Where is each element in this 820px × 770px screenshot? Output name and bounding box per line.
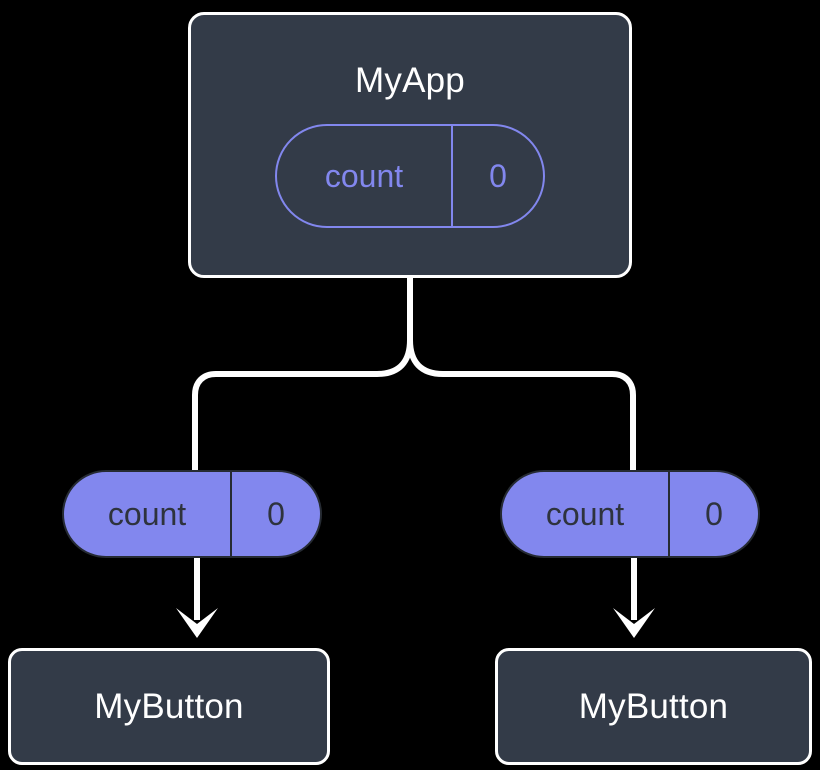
state-pill-myapp-key: count	[324, 158, 404, 194]
component-mybutton-right-label: MyButton	[578, 687, 729, 726]
prop-pill-left[interactable]: count 0	[62, 470, 322, 558]
prop-pill-right-value: 0	[668, 472, 758, 556]
component-mybutton-right[interactable]: MyButton	[495, 648, 812, 765]
prop-pill-right[interactable]: count 0	[500, 470, 760, 558]
state-pill-myapp-value: 0	[451, 126, 543, 226]
edge-fork-left	[192, 339, 413, 470]
prop-pill-right-key: count	[545, 496, 625, 532]
component-mybutton-left-label: MyButton	[94, 687, 244, 726]
state-pill-myapp[interactable]: count 0	[275, 124, 545, 228]
prop-pill-left-key: count	[107, 496, 187, 532]
component-myapp[interactable]: MyApp	[188, 12, 632, 278]
arrow-head-right-icon	[613, 608, 655, 638]
edge-fork-right	[407, 339, 636, 470]
prop-pill-left-value: 0	[230, 472, 320, 556]
arrow-head-left-icon	[176, 608, 218, 638]
component-myapp-label: MyApp	[355, 61, 465, 100]
component-mybutton-left[interactable]: MyButton	[8, 648, 330, 765]
